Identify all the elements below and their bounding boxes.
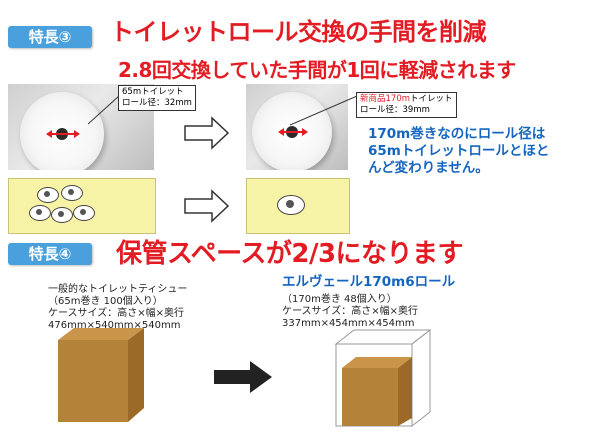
mini-roll-core <box>58 211 64 217</box>
double-headed-red-arrow-icon <box>46 130 80 138</box>
roll-label-170m-line2: ロール径：39mm <box>360 105 430 115</box>
roll-diameter-note: 170m巻きなのにロール径は 65mトイレットロールとほと んど変わりません。 <box>368 126 549 177</box>
label-pointer-line <box>88 96 120 125</box>
feature4-badge: 特長④ <box>8 243 92 265</box>
roll-photo-170m <box>246 84 348 170</box>
mini-roll-core <box>44 191 50 197</box>
feature3-subheadline: 2.8回交換していた手間が1回に軽減されます <box>118 58 516 82</box>
spec-line: ケースサイズ：高さ×幅×奥行 <box>48 308 184 319</box>
product-title: エルヴェール170m6ロール <box>282 274 456 290</box>
standard-case-specs: 一般的なトイレットティシュー （65m巻き 100個入り） ケースサイズ：高さ×… <box>48 284 187 332</box>
roll-type-label: トイレット <box>410 94 453 104</box>
feature3-badge: 特長③ <box>8 26 92 48</box>
roll-label-170m: 新商品170mトイレット ロール径：39mm <box>356 92 457 118</box>
spec-line: ケースサイズ：高さ×幅×奥行 <box>282 306 418 317</box>
feature4-headline: 保管スペースが2/3になります <box>116 239 464 269</box>
roll-label-65m-line1: 65mトイレット <box>122 87 184 97</box>
feature3-headline: トイレットロール交換の手間を削減 <box>110 18 487 46</box>
new-product-label: 新商品170m <box>360 94 411 104</box>
roll-label-65m-line2: ロール径：32mm <box>122 98 192 108</box>
spec-line: （170m巻き 48個入り） <box>282 294 397 305</box>
spec-line: 一般的なトイレットティシュー <box>48 284 188 295</box>
product-case-specs: （170m巻き 48個入り） ケースサイズ：高さ×幅×奥行 337mm×454m… <box>282 294 418 330</box>
spec-line: 337mm×454mm×454mm <box>282 318 415 329</box>
label-pointer-line <box>290 96 358 126</box>
standard-cardboard-box <box>58 328 144 422</box>
rolls-illustration-single <box>246 178 350 234</box>
mini-roll-core <box>286 200 294 208</box>
mini-roll-core <box>80 209 86 215</box>
double-headed-red-arrow-icon <box>278 128 308 136</box>
rolls-illustration-many <box>8 178 156 234</box>
mini-roll-core <box>68 189 74 195</box>
note-line2: 65mトイレットロールとほと <box>368 143 550 159</box>
hollow-right-arrow-icon <box>184 116 230 150</box>
note-line3: んど変わりません。 <box>368 160 489 176</box>
roll-label-65m: 65mトイレット ロール径：32mm <box>118 85 196 111</box>
solid-right-arrow-icon <box>214 361 272 393</box>
roll-label-170m-line1: 新商品170mトイレット <box>360 94 453 105</box>
mini-roll-core <box>36 209 42 215</box>
note-line1: 170m巻きなのにロール径は <box>368 126 546 142</box>
spec-line: 476mm×540mm×540mm <box>48 320 181 331</box>
hollow-right-arrow-icon <box>184 189 230 223</box>
spec-line: （65m巻き 100個入り） <box>48 296 163 307</box>
compact-cardboard-box <box>334 328 432 428</box>
